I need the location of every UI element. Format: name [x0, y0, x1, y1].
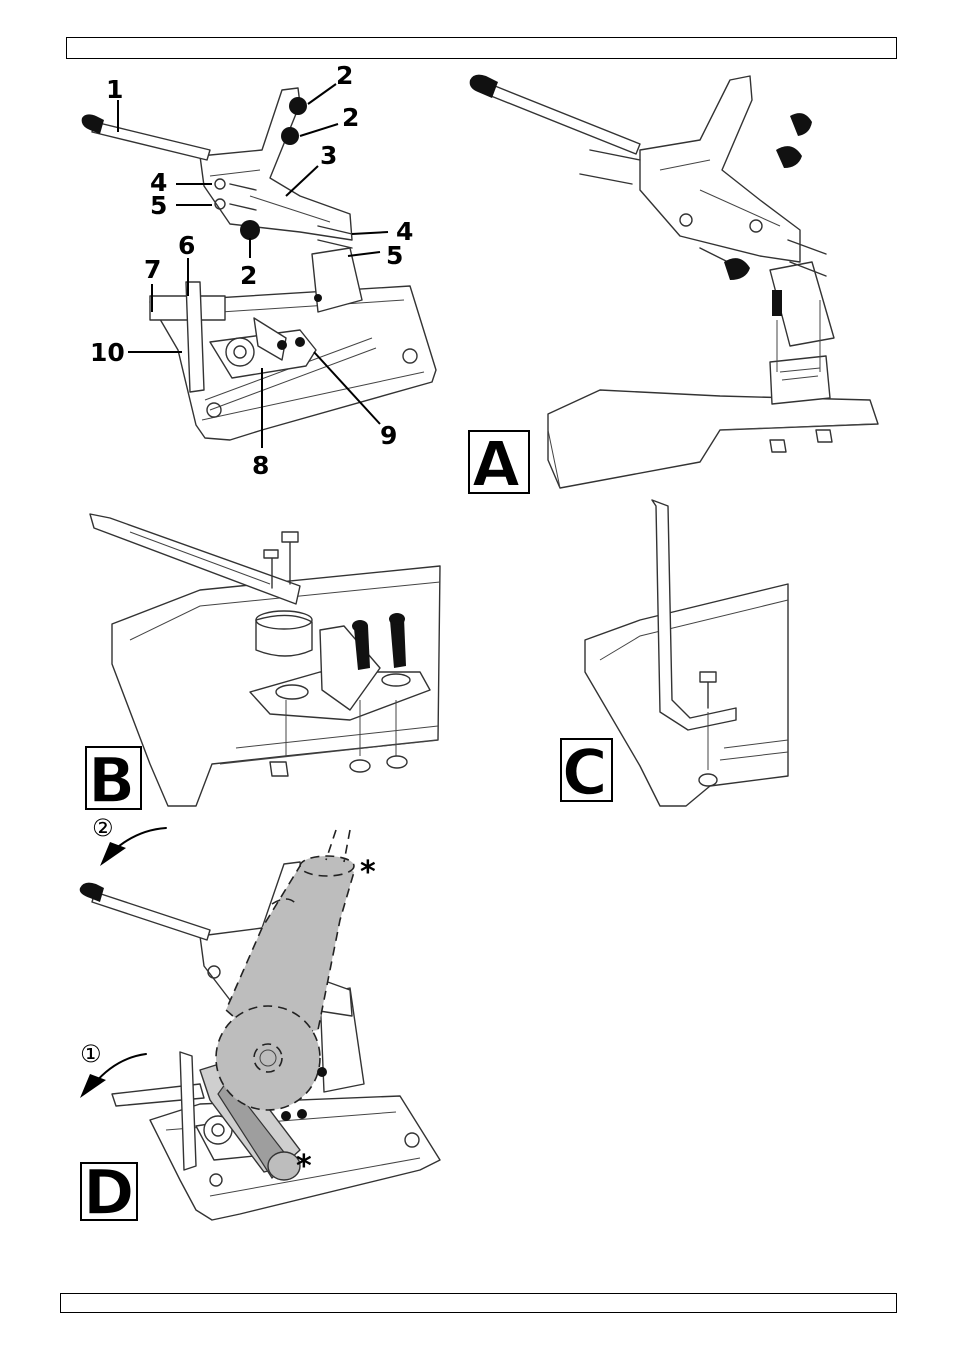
label-7: 7: [144, 255, 161, 284]
figure-letter-d: D: [83, 1156, 134, 1229]
label-1: 1: [106, 75, 123, 104]
label-2c: 2: [240, 261, 257, 290]
label-5a: 5: [150, 191, 167, 220]
figure-a-drawing: [470, 75, 878, 488]
figure-c-drawing: [585, 500, 788, 806]
figure-b-drawing: [90, 514, 440, 806]
label-2a: 2: [336, 61, 353, 90]
figure-c-label: C: [561, 736, 612, 809]
label-10: 10: [90, 338, 125, 367]
label-3: 3: [320, 141, 337, 170]
figure-letter-c: C: [562, 736, 608, 809]
figure-b-label: B: [86, 744, 141, 817]
figure-a-label: A: [469, 428, 529, 501]
figure-letter-b: B: [88, 744, 135, 817]
figure-letter-a: A: [472, 428, 520, 501]
label-5b: 5: [386, 241, 403, 270]
label-6: 6: [178, 231, 195, 260]
figure-d-label: D: [81, 1156, 137, 1229]
label-8: 8: [252, 451, 269, 480]
asterisk-grinder: *: [360, 855, 376, 890]
step-1-marker: ①: [80, 1040, 102, 1068]
label-9: 9: [380, 421, 397, 450]
step-2-marker: ②: [92, 814, 114, 842]
asterisk-workpiece: *: [296, 1149, 312, 1184]
main-assembly-figure: [82, 88, 436, 440]
label-2b: 2: [342, 103, 359, 132]
